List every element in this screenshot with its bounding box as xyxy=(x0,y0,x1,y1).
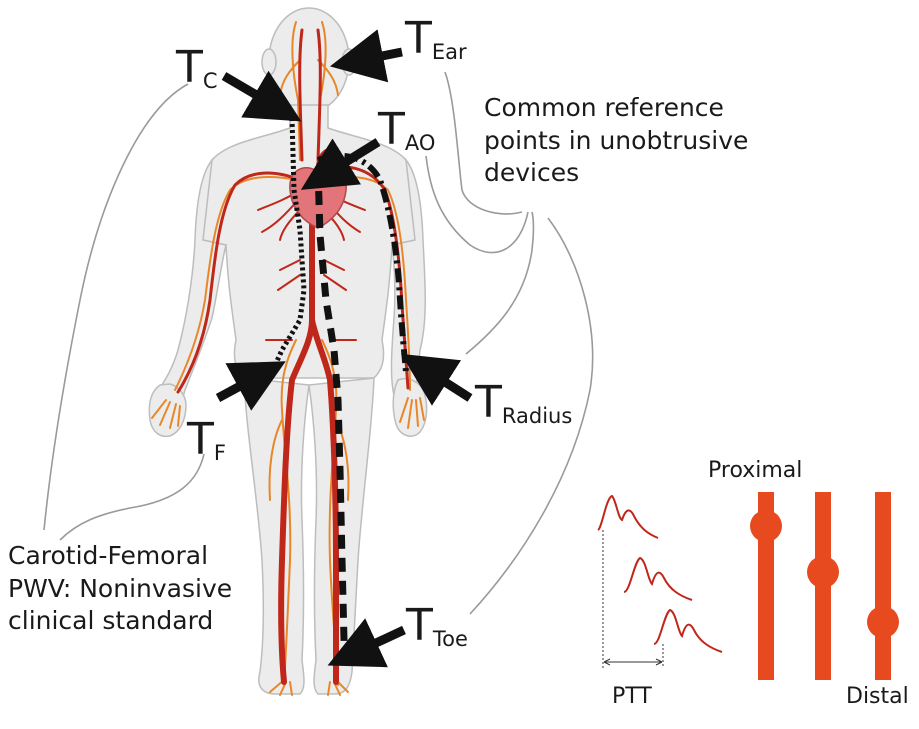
bracket-femoral xyxy=(60,454,204,540)
note-carotid-femoral-line-3: clinical standard xyxy=(8,605,232,638)
label-tf: TF xyxy=(187,418,226,462)
note-carotid-femoral: Carotid-Femoral PWV: Noninvasive clinica… xyxy=(8,540,232,638)
limb-markers xyxy=(750,492,899,680)
label-ttoe: TToe xyxy=(406,604,468,648)
label-ptt: PTT xyxy=(612,686,652,708)
label-tear: TEar xyxy=(405,17,467,61)
limb-bar-3 xyxy=(875,492,891,680)
label-proximal: Proximal xyxy=(708,460,802,482)
arrow-radius xyxy=(420,366,470,398)
label-distal: Distal xyxy=(846,686,909,708)
note-common-reference-line-2: points in unobtrusive xyxy=(484,125,748,158)
limb-dot-distal xyxy=(867,606,899,638)
note-common-reference-line-3: devices xyxy=(484,157,748,190)
label-tao: TAO xyxy=(378,108,435,152)
bracket-carotid xyxy=(44,84,188,530)
ptt-measure xyxy=(603,530,663,668)
body-ear-right xyxy=(262,49,276,75)
note-carotid-femoral-line-1: Carotid-Femoral xyxy=(8,540,232,573)
waveform-2 xyxy=(624,558,692,600)
waveform-3 xyxy=(654,610,722,652)
body-leg-right xyxy=(244,378,309,694)
limb-dot-middle xyxy=(807,556,839,588)
limb-dot-proximal xyxy=(750,510,782,542)
ptt-waveforms xyxy=(598,496,722,652)
arrow-toe xyxy=(348,630,404,656)
arrow-ear xyxy=(352,52,402,62)
label-tradius: TRadius xyxy=(475,381,572,425)
note-common-reference: Common reference points in unobtrusive d… xyxy=(484,92,748,190)
body-head xyxy=(269,8,349,112)
bracket-radius xyxy=(466,212,534,354)
waveform-1 xyxy=(598,496,658,538)
label-tc: TC xyxy=(176,46,218,90)
note-carotid-femoral-line-2: PWV: Noninvasive xyxy=(8,573,232,606)
note-common-reference-line-1: Common reference xyxy=(484,92,748,125)
